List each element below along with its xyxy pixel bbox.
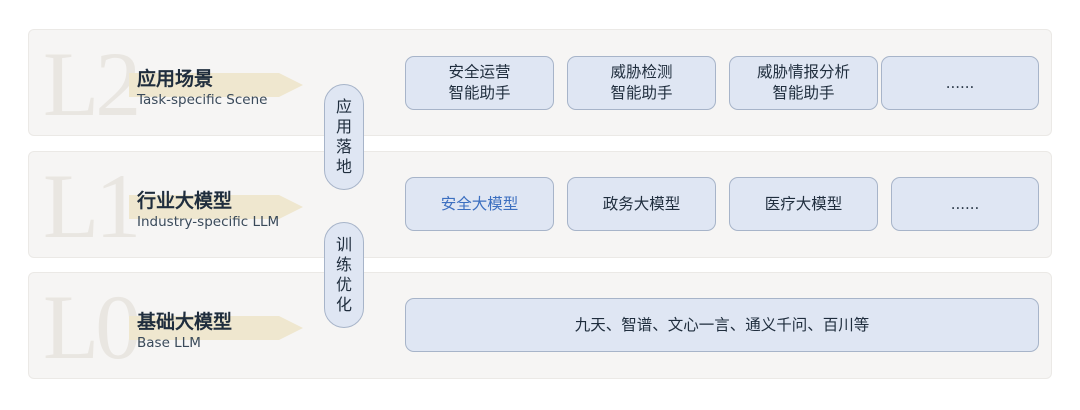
box-line: 医疗大模型: [764, 194, 843, 213]
layer-l2-watermark: L2: [43, 33, 141, 135]
box-line: 智能助手: [772, 84, 835, 102]
box-line: 威胁情报分析: [756, 63, 850, 81]
scene-box-threat-intel: 威胁情报分析 智能助手: [729, 56, 878, 110]
box-line: 智能助手: [610, 84, 673, 102]
connector-char: 化: [335, 295, 352, 314]
box-line: ......: [950, 194, 980, 213]
connector-char: 训: [335, 235, 352, 254]
scene-box-security-ops: 安全运营 智能助手: [405, 56, 554, 110]
industry-box-government: 政务大模型: [567, 177, 716, 231]
layer-l0-arrow-icon: [129, 316, 303, 340]
box-line: 九天、智谱、文心一言、通义千问、百川等: [574, 315, 870, 334]
box-line: 智能助手: [448, 84, 511, 102]
base-model-box: 九天、智谱、文心一言、通义千问、百川等: [405, 298, 1039, 352]
layer-l0-subtitle: Base LLM: [137, 335, 201, 351]
industry-box-medical: 医疗大模型: [729, 177, 878, 231]
layer-l0-watermark: L0: [43, 276, 141, 378]
scene-box-threat-detection: 威胁检测 智能助手: [567, 56, 716, 110]
box-line: 安全运营: [448, 63, 511, 81]
connector-char: 练: [335, 255, 352, 274]
industry-box-security: 安全大模型: [405, 177, 554, 231]
layer-l2-title: 应用场景: [137, 68, 214, 90]
layer-l0-title: 基础大模型: [137, 311, 233, 333]
scene-box-more: ......: [881, 56, 1039, 110]
layer-l1-subtitle: Industry-specific LLM: [137, 214, 280, 230]
connector-training: 训 练 优 化: [324, 222, 364, 328]
connector-char: 落: [335, 137, 352, 156]
connector-char: 优: [335, 275, 352, 294]
box-line: ......: [945, 73, 975, 92]
layer-l1-arrow-icon: [129, 195, 303, 219]
industry-box-more: ......: [891, 177, 1039, 231]
layer-l2-arrow-icon: [129, 73, 303, 97]
box-line: 威胁检测: [610, 63, 673, 81]
connector-char: 地: [335, 157, 352, 176]
box-line: 政务大模型: [602, 194, 681, 213]
connector-application: 应 用 落 地: [324, 84, 364, 190]
box-line: 安全大模型: [440, 194, 519, 213]
connector-char: 用: [335, 117, 352, 136]
connector-char: 应: [335, 97, 352, 116]
layer-l2-subtitle: Task-specific Scene: [137, 92, 268, 108]
layer-l1-watermark: L1: [43, 155, 141, 257]
layer-l1-title: 行业大模型: [137, 190, 233, 212]
